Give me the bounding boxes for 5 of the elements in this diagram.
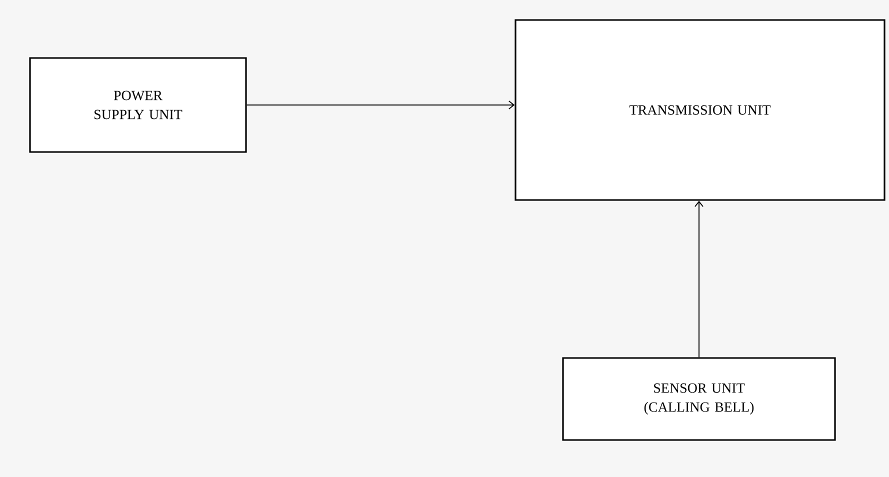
unit-box: SENSOR UNIT (CALLING BELL) — [562, 357, 836, 441]
unit-box: TRANSMISSION UNIT — [514, 19, 886, 201]
arrow — [694, 200, 704, 358]
arrow — [246, 100, 515, 110]
unit-box: POWER SUPPLY UNIT — [29, 57, 247, 153]
